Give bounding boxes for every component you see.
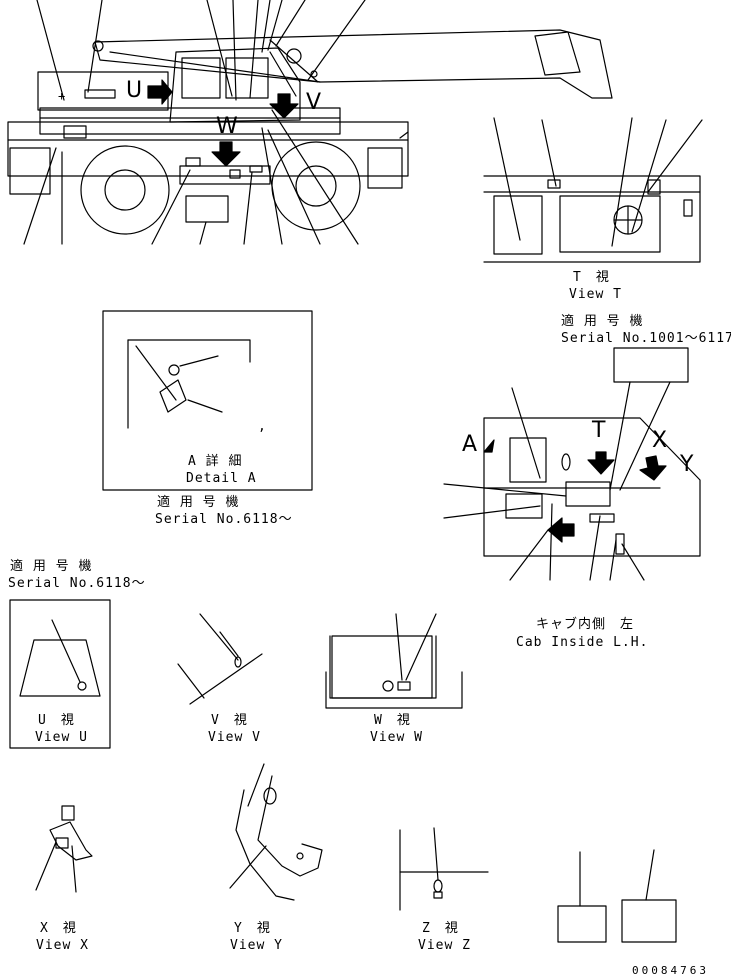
- view-y-drawing: [229, 763, 323, 901]
- drawing-number: 00084763: [632, 964, 709, 977]
- view-t-arrow-letter: T: [592, 418, 606, 443]
- view-u-arrow-letter: U: [126, 78, 143, 103]
- view-u-title: View U: [35, 730, 88, 745]
- view-y-arrow-letter: Y: [680, 452, 694, 477]
- detail-a-serial-jp: 適 用 号 機: [157, 495, 240, 510]
- detail-a-title: Detail A: [186, 471, 257, 486]
- view-x-title-jp: X 視: [40, 921, 77, 936]
- view-z-title-jp: Z 視: [422, 921, 459, 936]
- detail-a-mark: ,: [258, 419, 267, 434]
- view-v-arrow-letter: V: [306, 90, 322, 115]
- cab-inside-title-jp: キャブ内側 左: [536, 617, 635, 632]
- detail-a-drawing: [102, 310, 313, 491]
- cab-inside-title: Cab Inside L.H.: [516, 635, 649, 650]
- view-z-title: View Z: [418, 938, 471, 953]
- view-y-title-jp: Y 視: [234, 921, 271, 936]
- view-v-title-jp: V 視: [211, 713, 248, 728]
- bottom-plates-drawing: [557, 849, 677, 943]
- view-x-drawing: [35, 805, 93, 893]
- view-u-drawing: [9, 599, 111, 749]
- view-t-drawing: [483, 117, 703, 263]
- detail-a-serial-range: Serial No.6118～: [155, 512, 293, 527]
- view-w-title-jp: W 視: [374, 713, 411, 728]
- view-w-drawing: [325, 613, 463, 709]
- view-x-title: View X: [36, 938, 89, 953]
- crane-side-view: +: [7, 0, 613, 245]
- view-x-arrow-letter: X: [652, 428, 668, 453]
- view-w-title: View W: [370, 730, 423, 745]
- view-u-serial-range: Serial No.6118～: [8, 576, 146, 591]
- cab-inside-drawing: [443, 347, 701, 581]
- view-z-drawing: [399, 827, 489, 911]
- cab-serial-range: Serial No.1001～6117: [561, 331, 731, 346]
- view-u-title-jp: U 視: [38, 713, 75, 728]
- view-w-arrow-letter: W: [216, 114, 238, 139]
- view-u-serial-jp: 適 用 号 機: [10, 559, 93, 574]
- view-v-drawing: [177, 613, 263, 705]
- view-a-arrow-letter: A: [462, 432, 478, 457]
- view-t-title: View T: [569, 287, 622, 302]
- view-v-title: View V: [208, 730, 261, 745]
- cab-serial-jp: 適 用 号 機: [561, 314, 644, 329]
- detail-a-title-jp: A 詳 細: [188, 454, 243, 469]
- view-y-title: View Y: [230, 938, 283, 953]
- svg-text:+: +: [58, 89, 65, 103]
- view-t-title-jp: T 視: [573, 270, 610, 285]
